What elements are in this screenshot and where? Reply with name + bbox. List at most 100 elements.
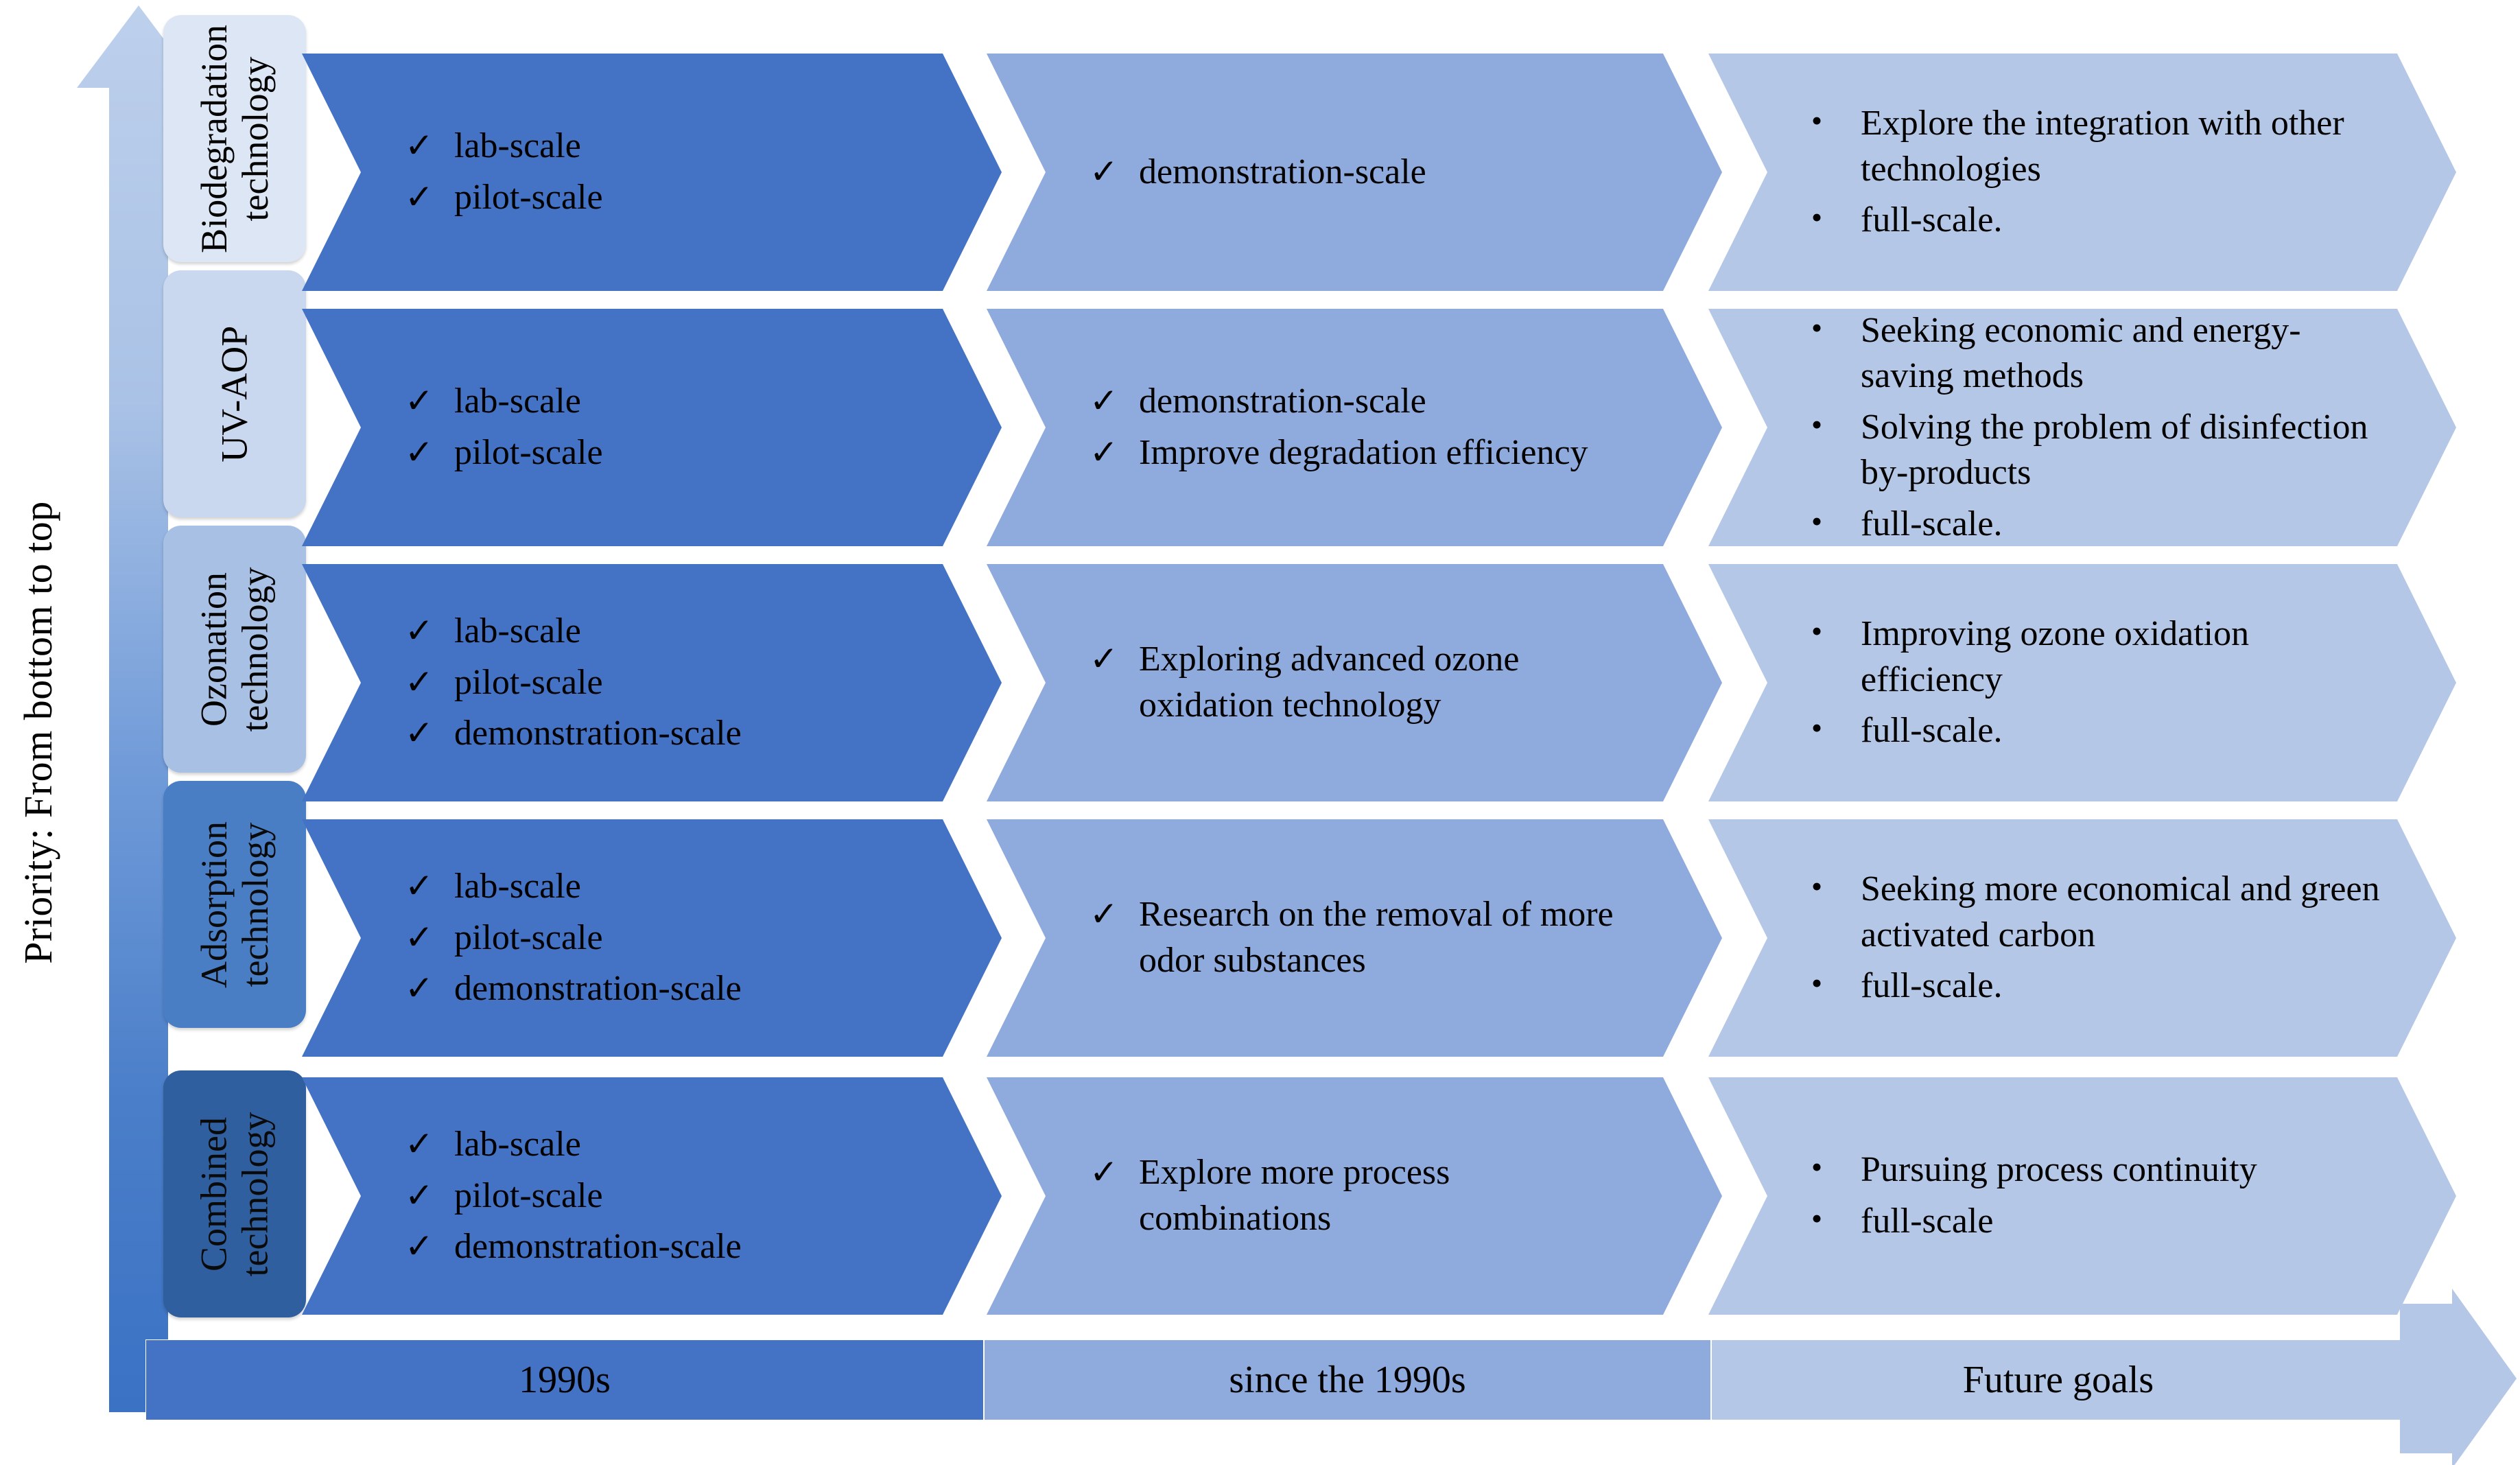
check-icon: ✓ — [405, 917, 434, 957]
list-item: •full-scale. — [1811, 198, 2381, 244]
list-item: • full-scale — [1811, 1199, 2381, 1245]
check-icon: ✓ — [1090, 895, 1118, 934]
list-item-label: pilot-scale — [454, 178, 603, 217]
list-item-label: pilot-scale — [454, 917, 603, 957]
check-icon: ✓ — [405, 126, 434, 165]
list-item-label: pilot-scale — [454, 1175, 603, 1215]
list-item: ✓pilot-scale — [405, 175, 926, 221]
list-item: ✓ lab-scale — [405, 864, 926, 910]
list-item: ✓ Research on the removal of more odor su… — [1090, 892, 1647, 983]
list-item-label: Pursuing process continuity — [1861, 1150, 2257, 1190]
list-item-label: full-scale — [1861, 1202, 1994, 1241]
list-item: ✓pilot-scale — [405, 430, 926, 476]
chevron-stage1-row4[interactable]: ✓lab-scale✓pilot-scale✓demonstration-sca… — [302, 819, 1002, 1057]
chevron-stage3-row2[interactable]: •Seeking economic and energy-saving meth… — [1708, 309, 2456, 546]
chevron-content: ✓ lab-scale ✓pilot-scale ✓demonstration-sca… — [302, 609, 1002, 757]
chevron-content: ✓lab-scale✓pilot-scale✓demonstration-sca… — [302, 864, 1002, 1012]
check-icon: ✓ — [405, 1175, 434, 1215]
timeline-segment-since-the-1990s[interactable]: since the 1990s — [984, 1339, 1711, 1420]
list-item: •Seeking economic and energy-saving meth… — [1811, 308, 2381, 399]
list-item-label: pilot-scale — [454, 433, 603, 472]
chevron-content: ✓Exploring advanced ozone oxidation tech… — [987, 637, 1722, 728]
check-icon: ✓ — [405, 611, 434, 651]
bullet-dot-icon: • — [1811, 1149, 1823, 1185]
bullet-dot-icon: • — [1811, 1201, 1823, 1236]
chevron-stage2-row1[interactable]: ✓demonstration-scale — [987, 54, 1722, 291]
priority-up-arrow — [77, 5, 200, 1412]
chevron-stage1-row1[interactable]: ✓ lab-scale ✓pilot-scale — [302, 54, 1002, 291]
check-icon: ✓ — [405, 867, 434, 906]
chevron-stage3-row1[interactable]: •Explore the integration with other tech… — [1708, 54, 2456, 291]
chevron-stage1-row3[interactable]: ✓ lab-scale ✓pilot-scale ✓demonstration-sca… — [302, 564, 1002, 801]
list-item: ✓lab-scale — [405, 1122, 926, 1168]
chevron-stage2-row5[interactable]: ✓Explore more process combinations — [987, 1077, 1722, 1315]
check-icon: ✓ — [1090, 152, 1118, 191]
right-arrow-icon — [2400, 1289, 2517, 1465]
list-item-label: Improve degradation efficiency — [1139, 433, 1588, 472]
list-item-label: full-scale. — [1861, 966, 2003, 1006]
check-icon: ✓ — [405, 1227, 434, 1266]
bullet-dot-icon: • — [1811, 503, 1823, 539]
chevron-stage2-row2[interactable]: ✓ demonstration-scale ✓ Improve degradation… — [987, 309, 1722, 546]
chevron-stage3-row5[interactable]: • Pursuing process continuity • full-scale — [1708, 1077, 2456, 1315]
chevron-stage1-row2[interactable]: ✓lab-scale ✓pilot-scale — [302, 309, 1002, 546]
check-icon: ✓ — [1090, 433, 1118, 471]
list-item: • full-scale. — [1811, 502, 2381, 548]
list-item: • Pursuing process continuity — [1811, 1147, 2381, 1193]
chevron-content: ✓lab-scale ✓pilot-scale — [302, 379, 1002, 476]
list-item-label: full-scale. — [1861, 504, 2003, 543]
list-item-label: Improving ozone oxidation efficiency — [1861, 614, 2250, 699]
timeline-segment-label: 1990s — [519, 1359, 611, 1401]
chevron-stage2-row3[interactable]: ✓Exploring advanced ozone oxidation tech… — [987, 564, 1722, 801]
list-item: ✓Exploring advanced ozone oxidation tech… — [1090, 637, 1647, 728]
bullet-dot-icon: • — [1811, 710, 1823, 746]
list-item-label: lab-scale — [454, 611, 581, 651]
timeline-bar: 1990s since the 1990s Future goals — [145, 1339, 2405, 1420]
chevron-stage3-row3[interactable]: •Improving ozone oxidation efficiency•fu… — [1708, 564, 2456, 801]
list-item: ✓ Improve degradation efficiency — [1090, 430, 1647, 476]
timeline-segment-future-goals[interactable]: Future goals — [1711, 1339, 2405, 1420]
bullet-dot-icon: • — [1811, 965, 1823, 1001]
chevron-content: • Pursuing process continuity • full-scale — [1708, 1147, 2456, 1244]
bullet-dot-icon: • — [1811, 869, 1823, 904]
chevron-content: ✓ demonstration-scale ✓ Improve degradation… — [987, 379, 1722, 476]
list-item: ✓ lab-scale — [405, 609, 926, 655]
list-item-label: demonstration-scale — [454, 1227, 742, 1267]
chevron-content: • Seeking more economical and green activ… — [1708, 867, 2456, 1009]
chevron-content: •Improving ozone oxidation efficiency•fu… — [1708, 611, 2456, 754]
list-item: •Explore the integration with other tech… — [1811, 101, 2381, 192]
chevron-stage3-row4[interactable]: • Seeking more economical and green activ… — [1708, 819, 2456, 1057]
list-item-label: lab-scale — [454, 867, 581, 906]
list-item-label: Explore more process combinations — [1139, 1153, 1450, 1238]
list-item: ✓pilot-scale — [405, 660, 926, 706]
list-item: ✓lab-scale — [405, 379, 926, 425]
up-arrow-icon — [77, 5, 200, 1412]
list-item-label: demonstration-scale — [1139, 382, 1426, 421]
list-item: ✓demonstration-scale — [405, 711, 926, 757]
list-item-label: Research on the removal of more odor sub… — [1139, 895, 1614, 980]
list-item: •Solving the problem of disinfection by-… — [1811, 405, 2381, 496]
list-item: ✓ pilot-scale — [405, 1173, 926, 1219]
chevron-stage2-row4[interactable]: ✓ Research on the removal of more odor su… — [987, 819, 1722, 1057]
chevron-stage1-row5[interactable]: ✓lab-scale ✓ pilot-scale ✓ demonstration-sca… — [302, 1077, 1002, 1315]
list-item: ✓ lab-scale — [405, 124, 926, 169]
chevron-content: •Explore the integration with other tech… — [1708, 101, 2456, 244]
list-item-label: lab-scale — [454, 1125, 581, 1164]
priority-axis-label-text: Priority: From bottom to top — [15, 501, 60, 964]
row-label-uv-aop[interactable]: UV-AOP — [163, 270, 306, 517]
list-item-label: lab-scale — [454, 126, 581, 166]
list-item-label: Seeking more economical and green activa… — [1861, 869, 2380, 954]
list-item: ✓ pilot-scale — [405, 915, 926, 961]
timeline-segment-label: Future goals — [1962, 1359, 2154, 1401]
list-item: ✓Explore more process combinations — [1090, 1150, 1647, 1241]
timeline-segment-label: since the 1990s — [1229, 1359, 1466, 1401]
bullet-dot-icon: • — [1811, 103, 1823, 139]
timeline-segment-1990s[interactable]: 1990s — [145, 1339, 984, 1420]
check-icon: ✓ — [1090, 640, 1118, 679]
